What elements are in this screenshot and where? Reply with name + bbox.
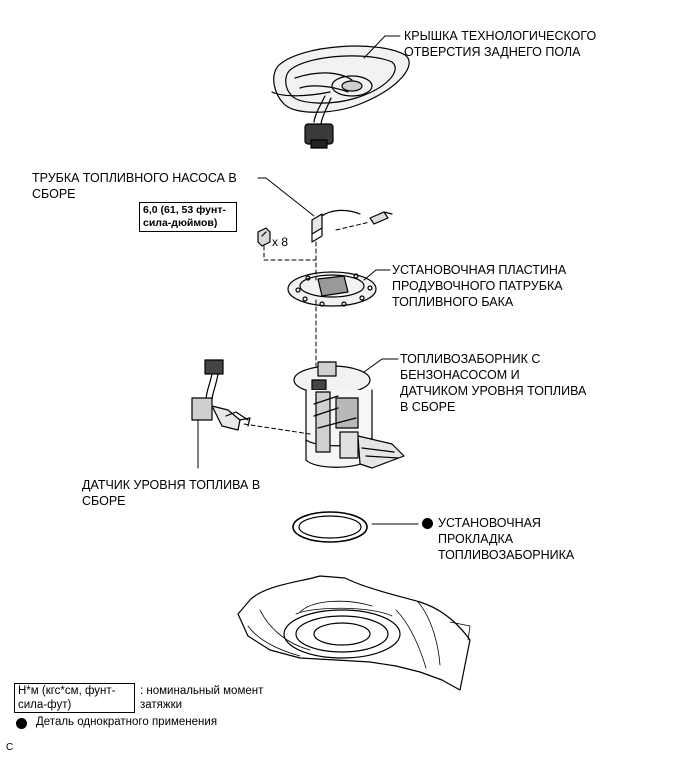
single-use-dot-icon [422, 518, 433, 529]
bolt [257, 227, 271, 247]
assembly-dashed-lines [243, 221, 371, 435]
label-fuel-pump-assembly: ТОПЛИВОЗАБОРНИК С БЕНЗОНАСОСОМ И ДАТЧИКО… [400, 352, 587, 414]
service-hole-cover [271, 45, 410, 149]
legend-single-use: Деталь однократного применения [36, 716, 218, 728]
fuel-sender-gauge [191, 359, 251, 431]
corner-mark: C [6, 742, 14, 753]
leader-lines [197, 35, 419, 525]
fuel-pump-assembly [293, 361, 405, 469]
label-service-hole-cover: КРЫШКА ТЕХНОЛОГИЧЕСКОГО ОТВЕРСТИЯ ЗАДНЕГ… [404, 29, 597, 59]
torque-spec-box: 6,0 (61, 53 фунт- сила-дюймов) [139, 202, 237, 232]
vent-plate [287, 271, 377, 307]
legend-torque-desc: : номинальный момент затяжки [140, 685, 264, 711]
bolt-count: x 8 [272, 235, 289, 249]
label-fuel-pump-tube: ТРУБКА ТОПЛИВНОГО НАСОСА В СБОРЕ [32, 171, 237, 201]
legend-single-use-dot-icon [16, 718, 27, 729]
fuel-tank [237, 575, 471, 691]
fuel-pump-tube [311, 209, 393, 243]
label-pump-gasket: УСТАНОВОЧНАЯ ПРОКЛАДКА ТОПЛИВОЗАБОРНИКА [438, 516, 575, 562]
legend-torque-units: Н*м (кгс*см, фунт- сила-фут) [14, 683, 135, 713]
label-vent-plate: УСТАНОВОЧНАЯ ПЛАСТИНА ПРОДУВОЧНОГО ПАТРУ… [392, 263, 567, 309]
label-fuel-sender-gauge: ДАТЧИК УРОВНЯ ТОПЛИВА В СБОРЕ [82, 478, 261, 508]
pump-gasket [292, 511, 368, 543]
